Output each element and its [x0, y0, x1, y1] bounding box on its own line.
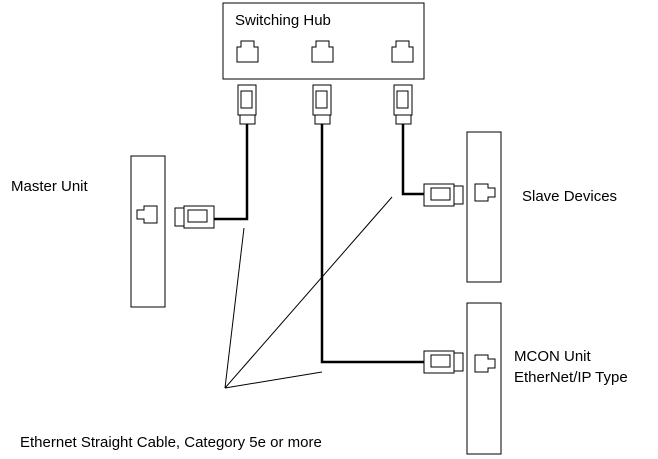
master-port: [136, 205, 158, 224]
switching-hub-box: [222, 2, 425, 80]
mcon-label-line2: EtherNet/IP Type: [514, 369, 628, 386]
hub-port-3: [391, 40, 414, 63]
cable-label: Ethernet Straight Cable, Category 5e or …: [20, 434, 322, 451]
slave-label: Slave Devices: [522, 188, 618, 205]
cable-slave: [401, 124, 424, 196]
slave-device-box: [466, 131, 502, 283]
cable-mcon: [320, 124, 424, 364]
hub-port-2: [311, 40, 334, 63]
hub-plug-3: [393, 84, 413, 125]
mcon-port: [474, 354, 496, 373]
master-label: Master Unit: [11, 178, 88, 195]
hub-plug-1: [237, 84, 257, 125]
hub-port-1: [236, 40, 259, 63]
mcon-unit-box: [466, 302, 502, 455]
master-unit-box: [130, 155, 166, 308]
mcon-label-line1: MCON Unit: [514, 348, 591, 365]
master-plug: [174, 205, 215, 229]
mcon-plug: [423, 350, 464, 374]
slave-plug: [423, 183, 464, 207]
hub-plug-2: [312, 84, 332, 125]
slave-port: [474, 183, 496, 202]
annotation-lines: [224, 196, 393, 389]
cable-master: [214, 124, 249, 221]
hub-label: Switching Hub: [235, 12, 331, 29]
